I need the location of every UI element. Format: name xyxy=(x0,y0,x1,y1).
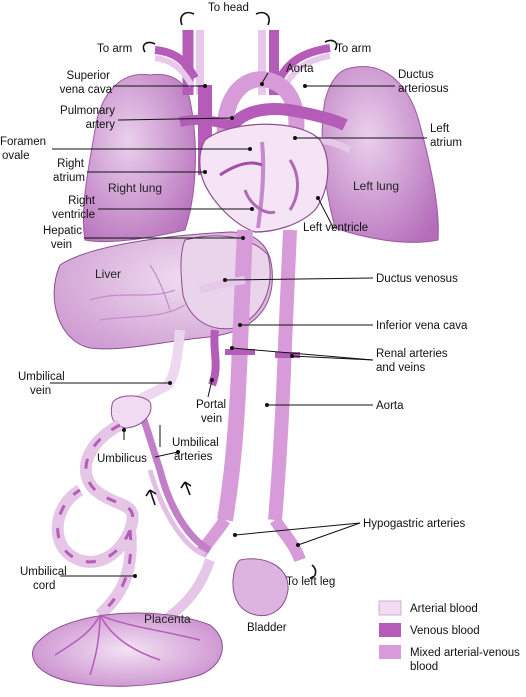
arrow-to-head-right-icon xyxy=(255,11,270,26)
arrow-to-arm-right-icon xyxy=(324,39,338,51)
label-left-atrium-1: Left xyxy=(430,123,450,135)
label-ductus-arteriosus-2: arteriosus xyxy=(398,83,449,95)
label-superior-vena-cava-2: vena cava xyxy=(60,84,113,96)
label-hepatic-vein-2: vein xyxy=(51,239,72,251)
arrow-to-arm-left-icon xyxy=(142,41,156,53)
liver-veins xyxy=(89,249,211,321)
label-umbilical-arteries-1: Umbilical xyxy=(172,437,219,449)
label-aorta-low: Aorta xyxy=(376,400,404,412)
right-lung-shape xyxy=(82,73,196,243)
legend-label-mixed-1: Mixed arterial-venous xyxy=(410,647,520,659)
label-pulmonary-artery-1: Pulmonary xyxy=(60,105,115,117)
umbilical-artery-1 xyxy=(136,408,212,554)
label-inferior-vena-cava: Inferior vena cava xyxy=(376,320,468,332)
label-umbilicus: Umbilicus xyxy=(97,453,147,465)
label-superior-vena-cava-1: Superior xyxy=(67,70,111,82)
label-renal-1: Renal arteries xyxy=(376,348,448,360)
label-right-atrium-2: atrium xyxy=(53,172,85,184)
bladder-shape xyxy=(232,558,289,617)
label-right-lung: Right lung xyxy=(108,181,162,195)
label-to-left-leg: To left leg xyxy=(286,576,335,588)
label-aorta-top: Aorta xyxy=(286,63,314,75)
label-right-ventricle-1: Right xyxy=(68,195,96,207)
arrow-to-left-leg-icon xyxy=(309,564,317,579)
descending-aorta-shape xyxy=(268,229,297,521)
label-to-arm-right: To arm xyxy=(336,43,371,55)
heart-flow-arrow-1 xyxy=(219,161,263,177)
label-left-lung: Left lung xyxy=(353,179,399,193)
heart-flow-arrow-2 xyxy=(288,159,299,211)
arrow-umbilical-up-2-icon xyxy=(180,481,192,496)
label-portal-vein-2: vein xyxy=(201,413,222,425)
label-bladder: Bladder xyxy=(247,622,287,634)
label-foramen-ovale-1: Foramen xyxy=(0,136,46,148)
arm-vessel-right xyxy=(276,44,331,81)
legend-label-mixed-2: blood xyxy=(410,661,438,673)
label-umbilical-cord-1: Umbilical xyxy=(20,566,67,578)
umbilical-cord-stripe xyxy=(56,423,135,617)
portal-vein-shape xyxy=(208,329,220,387)
legend-swatch-mixed xyxy=(379,645,401,659)
arm-vessel-left-art xyxy=(154,55,195,88)
label-umbilical-vein-1: Umbilical xyxy=(18,371,65,383)
arm-vessel-left xyxy=(154,46,199,81)
legend: Arterial blood Venous blood Mixed arteri… xyxy=(378,600,520,673)
label-ductus-arteriosus-1: Ductus xyxy=(398,69,434,81)
umbilical-artery-2 xyxy=(147,469,207,558)
pulmonary-artery-shape xyxy=(224,103,348,134)
heart-septum xyxy=(256,141,266,229)
label-portal-vein-1: Portal xyxy=(196,399,226,411)
label-umbilical-cord-2: cord xyxy=(33,580,55,592)
left-lung-shape xyxy=(321,66,439,243)
label-umbilical-vein-2: vein xyxy=(30,385,51,397)
leader-lines xyxy=(50,72,427,578)
label-left-ventricle: Left ventricle xyxy=(303,222,368,234)
label-hypogastric-arteries: Hypogastric arteries xyxy=(363,518,466,530)
umbilicus-shape xyxy=(110,395,152,429)
arrow-to-head-left-icon xyxy=(180,11,195,26)
cord-lower-bundle xyxy=(161,558,215,624)
legend-swatch-arterial xyxy=(378,600,402,616)
ductus-venosus-shape xyxy=(198,276,246,294)
renal-vessels xyxy=(225,349,300,358)
arrow-umbilical-up-1-icon xyxy=(145,489,157,506)
label-to-head: To head xyxy=(208,2,249,14)
iliac-right xyxy=(270,516,306,563)
label-to-arm-left: To arm xyxy=(97,43,132,55)
label-placenta: Placenta xyxy=(144,612,191,626)
label-right-ventricle-2: ventricle xyxy=(52,209,95,221)
label-umbilical-arteries-2: arteries xyxy=(174,451,213,463)
label-ductus-venosus: Ductus venosus xyxy=(376,273,458,285)
label-left-atrium-2: atrium xyxy=(430,137,462,149)
placenta-vessels xyxy=(54,614,201,676)
label-hepatic-vein-1: Hepatic xyxy=(43,225,82,237)
legend-label-venous: Venous blood xyxy=(410,625,480,637)
label-pulmonary-artery-2: artery xyxy=(86,119,116,131)
legend-label-arterial: Arterial blood xyxy=(410,603,478,615)
label-right-atrium-1: Right xyxy=(57,158,85,170)
label-liver: Liver xyxy=(95,267,121,281)
label-renal-2: and veins xyxy=(376,362,425,374)
label-foramen-ovale-2: ovale xyxy=(2,150,30,162)
legend-swatch-venous xyxy=(379,623,401,637)
heart-flow-arrow-3 xyxy=(243,189,276,215)
placenta-shape xyxy=(32,612,223,687)
